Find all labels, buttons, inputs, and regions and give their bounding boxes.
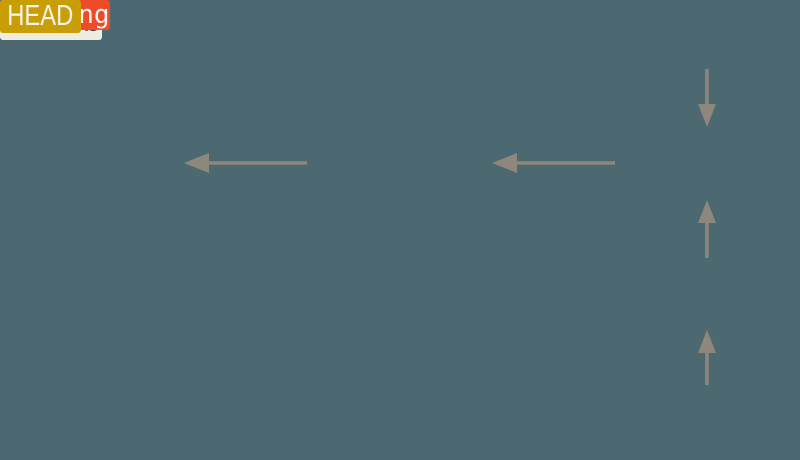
arrow-testing-to-f30ab bbox=[698, 200, 716, 258]
arrow-master-to-f30ab bbox=[698, 69, 716, 127]
arrow-34ac2-to-98ca9 bbox=[184, 153, 307, 173]
arrow-f30ab-to-34ac2 bbox=[492, 153, 615, 173]
arrow-head-to-testing bbox=[698, 330, 716, 385]
head-label: HEAD bbox=[7, 0, 74, 32]
head-pointer: HEAD bbox=[0, 0, 81, 33]
